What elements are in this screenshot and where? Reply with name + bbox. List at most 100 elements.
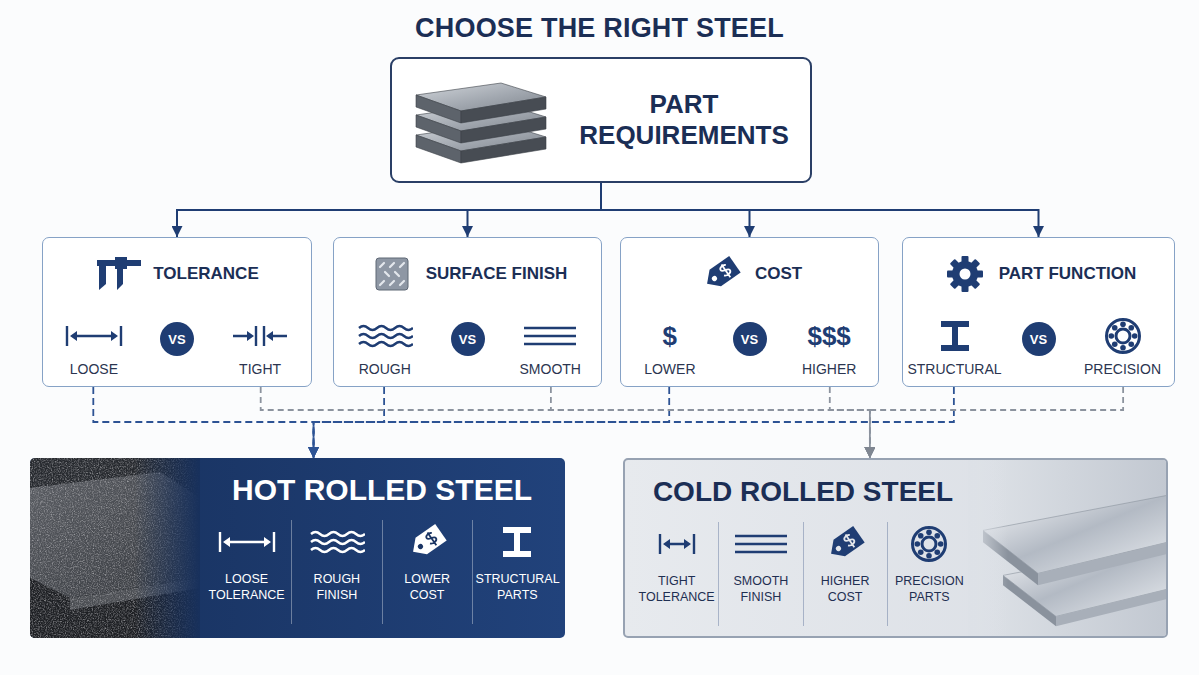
option-column: PRECISION bbox=[1063, 316, 1183, 377]
plate-part bbox=[376, 258, 408, 290]
gear-part bbox=[947, 256, 983, 292]
option-column: LOOSE bbox=[34, 316, 154, 377]
option-label: SMOOTH bbox=[520, 361, 581, 377]
photo-hot-part bbox=[135, 458, 200, 638]
bearing-part bbox=[1108, 333, 1114, 339]
tag-part bbox=[825, 526, 864, 562]
connector bbox=[870, 387, 1123, 458]
option-column: STRUCTURAL bbox=[895, 316, 1015, 377]
dim-tight-part bbox=[247, 331, 273, 341]
connector bbox=[177, 183, 601, 237]
property-label: SMOOTH FINISH bbox=[733, 574, 788, 605]
criterion-header: COST bbox=[621, 238, 878, 310]
cold-rolled-panel: COLD ROLLED STEEL TIGHT TOLERANCE SMOOTH… bbox=[623, 458, 1168, 638]
dim-narrow-part bbox=[660, 534, 694, 554]
bearing-part bbox=[1108, 322, 1137, 351]
tag-icon bbox=[825, 524, 865, 564]
icon-holder bbox=[825, 522, 865, 566]
option-label: STRUCTURAL bbox=[907, 361, 1001, 377]
tag-part bbox=[424, 530, 439, 547]
criterion-header: TOLERANCE bbox=[43, 238, 311, 310]
property-column: PRECISION PARTS bbox=[887, 522, 971, 626]
option-label: ROUGH bbox=[359, 361, 411, 377]
connector bbox=[261, 387, 870, 458]
property-column: STRUCTURAL PARTS bbox=[472, 520, 562, 624]
option-label: HIGHER bbox=[802, 361, 856, 377]
vs-circle: VS bbox=[733, 322, 767, 356]
icon-holder bbox=[733, 522, 789, 566]
dim-tight-icon bbox=[230, 321, 290, 351]
steel-photo bbox=[968, 460, 1168, 636]
dim-loose-part bbox=[220, 532, 274, 552]
cost-symbol: $$$ bbox=[807, 323, 850, 349]
bearing-part bbox=[1128, 325, 1134, 331]
property-label: ROUGH FINISH bbox=[314, 572, 361, 603]
smooth-part bbox=[524, 328, 576, 344]
criterion-box: COST$LOWER$$$HIGHERVS bbox=[620, 237, 879, 387]
diagram-title: CHOOSE THE RIGHT STEEL bbox=[415, 10, 784, 46]
cost-symbol: $ bbox=[663, 323, 677, 349]
vs-label: VS bbox=[168, 333, 185, 346]
title-holder: HOT ROLLED STEEL bbox=[202, 472, 562, 508]
photo-cold-part bbox=[1038, 542, 1168, 585]
property-row: LOOSE TOLERANCE ROUGH FINISH LOWER COST … bbox=[202, 520, 562, 624]
photo-cold-part bbox=[968, 460, 1008, 636]
connector bbox=[601, 183, 1039, 237]
option-column: ROUGH bbox=[325, 316, 445, 377]
vs-circle: VS bbox=[1022, 322, 1056, 356]
icon-holder: $ bbox=[610, 316, 730, 356]
dim-narrow-part bbox=[663, 539, 691, 549]
panel-title: HOT ROLLED STEEL bbox=[232, 472, 532, 508]
tag-part bbox=[407, 524, 446, 560]
icon-holder bbox=[309, 520, 365, 564]
photo-hot-part bbox=[30, 458, 200, 638]
plates-part bbox=[416, 83, 546, 163]
tag-part bbox=[701, 256, 740, 292]
tag-part bbox=[835, 545, 842, 552]
icon-holder bbox=[325, 316, 445, 356]
connector bbox=[551, 387, 870, 458]
bearing-icon bbox=[1104, 317, 1142, 355]
connector bbox=[468, 183, 602, 237]
text-holder: PART REQUIREMENTS bbox=[564, 59, 804, 181]
property-column: LOOSE TOLERANCE bbox=[202, 520, 291, 624]
criterion-header: SURFACE FINISH bbox=[334, 238, 601, 310]
option-label: TIGHT bbox=[239, 361, 281, 377]
bearing-part bbox=[927, 553, 933, 559]
icon-holder bbox=[406, 73, 556, 172]
criterion-box: PART FUNCTION STRUCTURAL PRECISIONVS bbox=[902, 237, 1175, 387]
ibeam-part bbox=[503, 527, 531, 557]
smooth-part bbox=[735, 536, 787, 552]
ibeam-icon bbox=[937, 318, 973, 354]
wavy-icon bbox=[309, 528, 365, 556]
wavy-part bbox=[359, 326, 413, 346]
icon-holder bbox=[697, 254, 745, 294]
dim-loose-icon bbox=[64, 321, 124, 351]
icon-holder bbox=[407, 520, 447, 564]
connector bbox=[314, 387, 954, 458]
icon-holder bbox=[652, 522, 702, 566]
vs-circle: VS bbox=[451, 322, 485, 356]
wavy-icon bbox=[357, 322, 413, 350]
tag-part bbox=[407, 524, 446, 560]
dim-narrow-icon bbox=[652, 529, 702, 559]
property-label: LOWER COST bbox=[404, 572, 450, 603]
tag-part bbox=[701, 256, 740, 292]
property-row: TIGHT TOLERANCE SMOOTH FINISH HIGHER COS… bbox=[635, 522, 971, 626]
bearing-part bbox=[1111, 341, 1117, 347]
caliper-icon bbox=[95, 254, 143, 294]
option-column: $$$ HIGHER bbox=[769, 316, 889, 377]
plates-part bbox=[461, 97, 546, 123]
option-column: $LOWER bbox=[610, 316, 730, 377]
ibeam-icon bbox=[499, 524, 535, 560]
icon-holder bbox=[1063, 316, 1183, 356]
icon-holder: $$$ bbox=[769, 316, 889, 356]
bearing-part bbox=[1120, 345, 1126, 351]
vs-circle: VS bbox=[160, 322, 194, 356]
tag-part bbox=[711, 275, 718, 282]
plate-part bbox=[380, 263, 404, 285]
icon-holder bbox=[95, 254, 143, 294]
icon-holder bbox=[34, 316, 154, 356]
